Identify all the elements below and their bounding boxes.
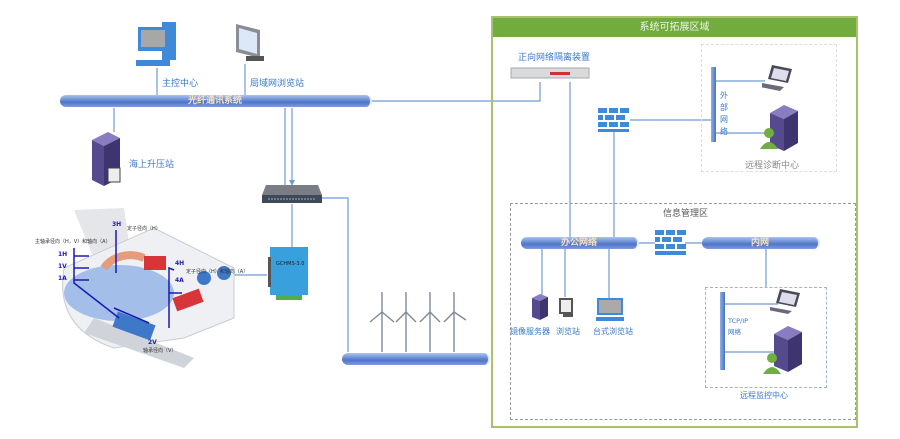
server-user-icon: [763, 326, 802, 374]
desktop-browser-label: 台式浏览站: [593, 327, 633, 336]
point-4h: 4H: [175, 260, 185, 267]
daq-label: GCHMS-3.0: [276, 261, 304, 267]
intranet-label: 内网: [750, 238, 769, 248]
info-management-zone: [510, 203, 856, 420]
tcpip-network-label: TCP/IP网络: [728, 317, 749, 336]
intranet-bus: 内网: [702, 237, 820, 249]
field-bus: [342, 353, 490, 365]
remote-diagnosis-label: 远程诊断中心: [745, 161, 800, 171]
remote-monitor-label: 远程监控中心: [740, 391, 788, 400]
isolator-label: 正向网络隔离装置: [518, 53, 591, 63]
network-switch-icon: [262, 185, 322, 203]
office-network-bus: 办公网络: [521, 237, 639, 249]
mirror-server-label: 镜像服务器: [510, 327, 550, 336]
remote-monitor-box: [705, 287, 827, 388]
remote-diagnosis-box: [701, 44, 837, 172]
lan-browser-label: 局域网浏览站: [250, 79, 305, 89]
desktop-monitor-icon: [596, 298, 624, 321]
substation-label: 海上升压站: [129, 160, 175, 170]
info-zone-label: 信息管理区: [663, 209, 709, 219]
main-bearing-label: 主轴承径向（H，V）和轴向（A）: [35, 239, 111, 245]
point-1h: 1H: [58, 251, 68, 258]
point-4a: 4A: [175, 277, 184, 284]
mirror-server-icon: [532, 294, 548, 320]
main-control-label: 主控中心: [162, 79, 199, 89]
desktop-computer-icon: [136, 22, 176, 66]
browser-label: 浏览站: [556, 327, 580, 336]
fiber-bus-label: 光纤通讯系统: [187, 96, 242, 106]
server-icon: [92, 132, 121, 186]
wind-turbines-icon: [369, 292, 467, 352]
monitor-icon: [236, 24, 264, 61]
data-acquisition-unit-icon: GCHMS-3.0: [268, 247, 308, 300]
stator-ha-label: 定子径向（H）和轴向（A）: [186, 269, 249, 275]
stator-h-label: 定子径向（H）: [127, 226, 161, 232]
expandable-region: 系统可拓展区域: [491, 16, 858, 428]
server-user-icon: [760, 105, 798, 151]
bearing-v-label: 轴承径向（V）: [143, 348, 177, 354]
tcpip-network-bar: [720, 292, 725, 370]
point-1a: 1A: [58, 275, 67, 282]
firewall-icon: [655, 230, 686, 255]
external-network-label: 外部网络: [720, 91, 728, 136]
region-title: 系统可拓展区域: [493, 18, 856, 37]
point-1v: 1V: [58, 263, 67, 270]
turbine-nacelle-diagram: [62, 208, 235, 368]
firewall-icon: [598, 108, 629, 132]
fiber-bus: 光纤通讯系统: [60, 95, 372, 107]
external-network-bar: [711, 67, 716, 142]
point-2v: 2V: [148, 339, 157, 346]
browser-monitor-icon: [559, 298, 573, 317]
point-3h: 3H: [112, 221, 122, 228]
office-network-label: 办公网络: [560, 238, 597, 248]
network-isolator-icon: [510, 67, 590, 79]
laptop-icon: [770, 289, 800, 314]
laptop-icon: [762, 65, 792, 91]
